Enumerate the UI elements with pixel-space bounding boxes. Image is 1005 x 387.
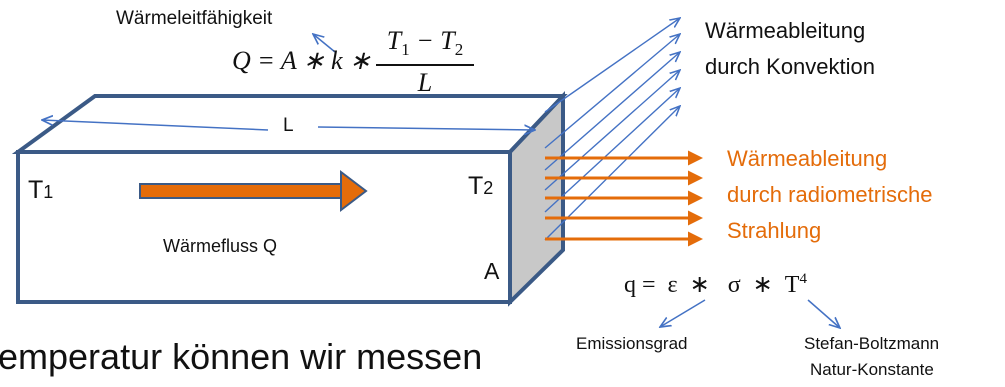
conduction-formula-lhs: Q = A ∗ k ∗ [232, 46, 371, 75]
numerator-sub2: 2 [454, 40, 464, 60]
conductivity-label: Wärmeleitfähigkeit [116, 8, 273, 29]
radiation-label-line1: Wärmeableitung [727, 146, 888, 171]
box-front-face [16, 150, 512, 304]
numerator-sub1: 1 [401, 40, 410, 60]
stefan-label-line1: Stefan-Boltzmann [804, 334, 940, 353]
radiation-label-line3: Strahlung [727, 218, 822, 243]
convection-arrow [544, 106, 680, 241]
radiation-formula-exponent: 4 [799, 271, 807, 287]
emissivity-label: Emissionsgrad [576, 334, 688, 353]
length-arrow-left [42, 120, 269, 131]
fraction-denominator: L [417, 68, 433, 97]
radiation-formula-text: q = ε ∗ σ ∗ T [624, 272, 800, 298]
radiation-arrows [545, 150, 703, 247]
convection-arrow [544, 18, 680, 113]
bottom-caption: emperatur können wir messen [0, 336, 483, 377]
convection-arrows [544, 18, 680, 241]
radiation-formula: q = ε ∗ σ ∗ T4 [624, 270, 807, 299]
radiation-label-line2: durch radiometrische [727, 182, 933, 207]
convection-label-line1: Wärmeableitung [705, 18, 866, 43]
t1-subscript: 1 [43, 182, 54, 202]
fraction-numerator: T1 − T2 [376, 26, 474, 60]
length-label: L [279, 115, 298, 137]
stefan-pointer [807, 299, 840, 328]
fraction-bar [376, 64, 474, 66]
t2-label: T2 [468, 172, 493, 201]
numerator-t1: T [386, 26, 402, 55]
stefan-label-line2: Natur-Konstante [810, 360, 934, 379]
box-3d [11, 90, 568, 307]
emissivity-pointer [660, 299, 706, 327]
heat-flow-arrow-shaft [139, 183, 346, 199]
heat-flow-arrow-head [340, 169, 368, 213]
length-arrow-right [317, 127, 535, 130]
t1-letter: T [28, 176, 44, 204]
convection-arrow [544, 34, 680, 149]
conduction-formula-fraction: T1 − T2 L [376, 26, 474, 100]
heat-flow-label: Wärmefluss Q [163, 236, 278, 256]
numerator-minus-t2: − T [409, 26, 455, 55]
convection-arrow [544, 52, 680, 171]
area-label: A [484, 258, 500, 284]
convection-arrow [544, 70, 680, 191]
t1-label: T1 [28, 176, 53, 205]
convection-arrow [544, 88, 680, 213]
conductivity-pointer [313, 34, 336, 53]
t2-subscript: 2 [483, 178, 494, 198]
t2-letter: T [468, 172, 484, 200]
convection-label-line2: durch Konvektion [705, 54, 875, 79]
